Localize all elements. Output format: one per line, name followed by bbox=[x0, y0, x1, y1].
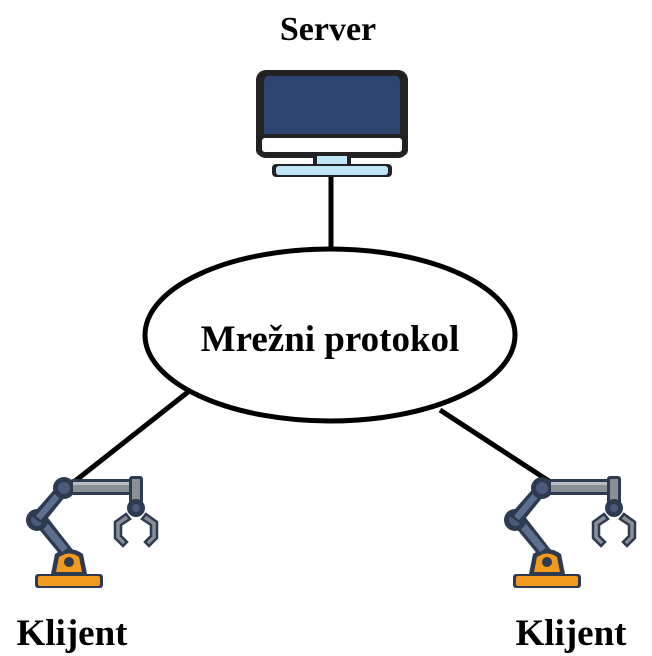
robotic-arm-icon bbox=[24, 474, 159, 590]
server-label: Server bbox=[280, 11, 376, 48]
protocol-label: Mrežni protokol bbox=[201, 319, 460, 360]
protocol-client-right-link bbox=[438, 407, 557, 488]
protocol-client-left-link bbox=[68, 390, 190, 487]
robotic-arm-icon bbox=[502, 474, 637, 590]
client-right-label: Klijent bbox=[516, 613, 628, 654]
client-left-label: Klijent bbox=[17, 613, 129, 654]
protocol-ellipse bbox=[142, 246, 518, 424]
desktop-monitor-icon bbox=[256, 70, 408, 177]
